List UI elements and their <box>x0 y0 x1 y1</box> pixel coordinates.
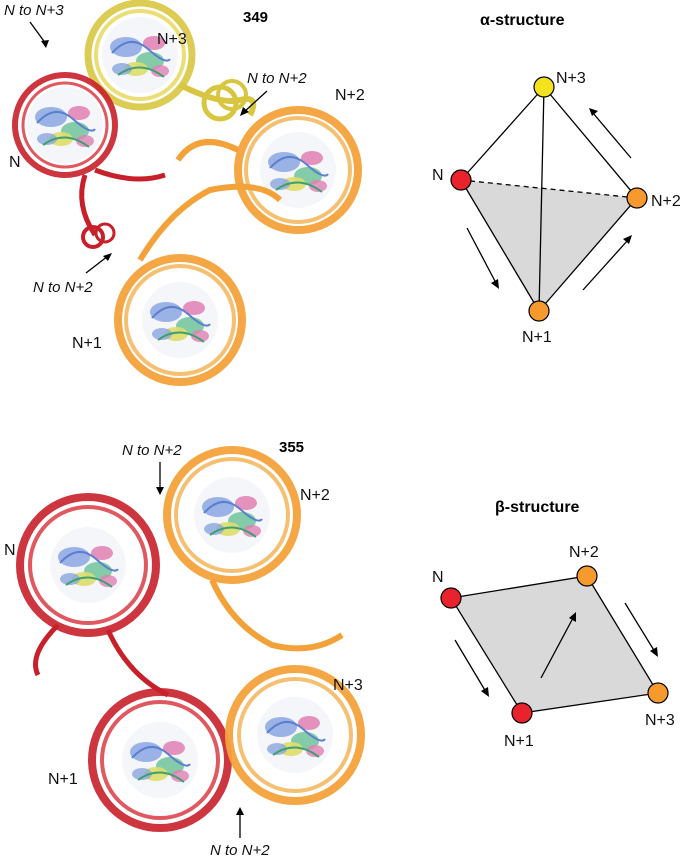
alpha-node-n2 <box>626 187 648 209</box>
alpha-label-n: N <box>432 167 444 184</box>
beta-label-n3: N+3 <box>645 712 675 729</box>
nucleosome-n-red <box>12 72 166 249</box>
alpha-label-n1: N+1 <box>522 329 552 346</box>
annotation-bottom-n-to-n2-top: N to N+2 <box>122 442 182 459</box>
beta-arrow-n-to-n1 <box>454 639 489 697</box>
arrow-top-n-to-n2-b <box>85 253 112 274</box>
beta-structure-diagram: β-structure N N+2 N+3 N+1 <box>432 499 675 750</box>
label-top-n2: N+2 <box>335 87 365 104</box>
beta-arrow-n1-to-n2 <box>540 612 576 679</box>
beta-node-n2 <box>576 565 598 587</box>
nucleosome-n1-orange <box>114 183 283 386</box>
nucleosome-n3-yellow <box>84 0 257 122</box>
beta-node-n1 <box>511 702 533 724</box>
arrow-bottom-n-to-n2-top <box>156 462 164 495</box>
label-bottom-n2: N+2 <box>300 487 330 504</box>
alpha-structure-diagram: α-structure N+3 N N+2 N+1 <box>432 12 681 346</box>
nucleosome-n2-orange <box>175 106 362 234</box>
annotation-bottom-n-to-n2-bottom: N to N+2 <box>210 842 270 859</box>
alpha-title: α-structure <box>480 12 565 29</box>
alpha-arrow-n-to-n1 <box>466 227 499 289</box>
label-bottom-n1: N+1 <box>48 771 78 788</box>
nucleosome-b-n3-orange <box>225 665 365 805</box>
nucleosome-355-structure: 355 N N+2 N+3 N+1 N to N+2 N to N+2 <box>4 439 365 859</box>
nucleosome-b-n-red <box>16 493 170 698</box>
beta-label-n: N <box>432 569 444 586</box>
beta-label-n2: N+2 <box>569 544 599 561</box>
alpha-node-n3 <box>533 76 555 98</box>
annotation-top-n-to-n2-a: N to N+2 <box>247 70 307 87</box>
label-bottom-n: N <box>4 542 16 559</box>
nucleosome-349-structure: 349 N+3 N+2 N N+1 N to N+3 N to N+2 N to… <box>4 0 365 386</box>
arrow-top-n-to-n3 <box>29 21 49 48</box>
structure-id-349: 349 <box>243 9 268 26</box>
alpha-node-n <box>450 169 472 191</box>
alpha-label-n2: N+2 <box>651 193 681 210</box>
beta-arrow-n2-to-n3 <box>624 602 658 657</box>
label-top-n: N <box>9 154 21 171</box>
label-top-n3: N+3 <box>157 31 187 48</box>
beta-node-n <box>440 587 462 609</box>
alpha-label-n3: N+3 <box>556 70 586 87</box>
beta-node-n3 <box>647 682 669 704</box>
beta-title: β-structure <box>495 499 580 516</box>
structure-id-355: 355 <box>279 439 304 456</box>
nucleosome-b-n1-red <box>88 688 232 832</box>
alpha-arrow-n2-to-n3 <box>589 108 632 159</box>
nucleosome-b-n2-orange <box>163 446 344 652</box>
label-top-n1: N+1 <box>72 335 102 352</box>
beta-label-n1: N+1 <box>504 733 534 750</box>
annotation-top-n-to-n3: N to N+3 <box>4 2 64 19</box>
annotation-top-n-to-n2-b: N to N+2 <box>33 279 93 296</box>
alpha-node-n1 <box>528 300 550 322</box>
alpha-shaded-face <box>461 180 637 311</box>
arrow-top-n-to-n2-a <box>240 90 268 116</box>
label-bottom-n3: N+3 <box>333 677 363 694</box>
arrow-bottom-n-to-n2-bottom <box>236 807 244 838</box>
alpha-arrow-n1-to-n2 <box>582 235 632 291</box>
beta-shaded-face <box>449 575 660 714</box>
